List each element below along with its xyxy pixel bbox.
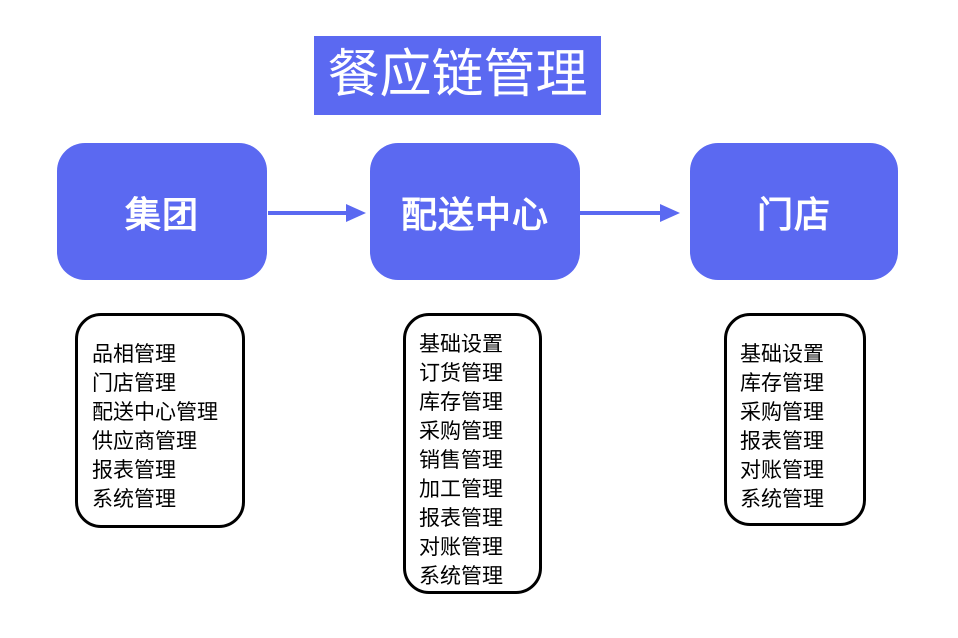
list-item: 加工管理 [419,478,503,501]
module-list-group: 品相管理 门店管理 配送中心管理 供应商管理 报表管理 系统管理 [75,313,245,528]
list-item: 采购管理 [419,420,503,443]
list-item: 系统管理 [740,488,824,511]
node-store-label: 门店 [756,193,831,235]
list-item: 门店管理 [92,372,176,395]
list-item: 系统管理 [419,565,503,588]
list-item: 报表管理 [740,430,824,453]
module-list-store: 基础设置 库存管理 采购管理 报表管理 对账管理 系统管理 [724,313,866,526]
list-item: 配送中心管理 [92,401,218,424]
node-group: 集团 [57,143,267,280]
module-list-distribution-center: 基础设置 订货管理 库存管理 采购管理 销售管理 加工管理 报表管理 对账管理 … [403,313,542,594]
list-item: 库存管理 [740,372,824,395]
list-item: 采购管理 [740,401,824,424]
list-item: 订货管理 [419,362,503,385]
arrow-right-icon-dc-to-store [580,204,680,222]
list-item: 销售管理 [419,449,503,472]
page-title: 餐应链管理 [327,46,588,104]
list-item: 供应商管理 [92,430,197,453]
node-group-label: 集团 [124,193,199,235]
arrow-right-icon-group-to-dc [268,204,366,222]
diagram-title-banner: 餐应链管理 [314,36,601,115]
node-distribution-center: 配送中心 [370,143,580,280]
list-item: 报表管理 [92,459,176,482]
list-item: 报表管理 [419,507,503,530]
list-item: 对账管理 [419,536,503,559]
node-store: 门店 [690,143,898,280]
list-item: 库存管理 [419,391,503,414]
list-item: 品相管理 [92,343,176,366]
list-item: 系统管理 [92,488,176,511]
list-item: 对账管理 [740,459,824,482]
list-item: 基础设置 [740,343,824,366]
list-item: 基础设置 [419,333,503,356]
node-distribution-center-label: 配送中心 [400,193,549,235]
